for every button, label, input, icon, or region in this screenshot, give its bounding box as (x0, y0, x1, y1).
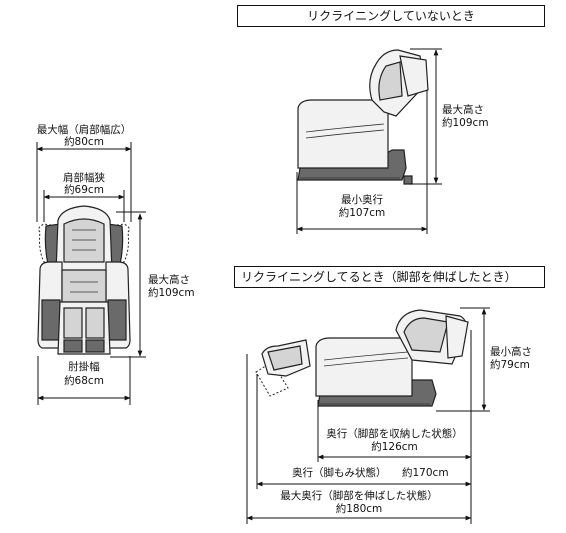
upright-min-depth-label: 最小奥行 (341, 194, 383, 206)
upright-min-depth-value: 約107cm (338, 207, 386, 219)
front-shoulder-narrow-value: 約69cm (64, 184, 104, 196)
reclined-depth-massage-label: 奥行（脚もみ状態） (292, 467, 387, 479)
caption-upright: リクライニングしていないとき (237, 5, 545, 27)
front-max-width-value: 約80cm (64, 136, 104, 148)
front-shoulder-narrow-label: 肩部幅狭 (63, 172, 105, 184)
front-armrest-width-value: 約68cm (64, 375, 104, 387)
reclined-depth-stored-label: 奥行（脚部を収納した状態） (326, 428, 463, 440)
reclined-max-depth-label: 最大奥行（脚部を伸ばした状態） (280, 490, 438, 502)
front-max-width-label: 最大幅（肩部幅広） (36, 124, 132, 136)
reclined-max-depth-value: 約180cm (335, 503, 383, 515)
upright-side-chair (297, 49, 429, 185)
reclined-side-chair (255, 309, 469, 407)
front-armrest-width-label: 肘掛幅 (68, 361, 100, 373)
reclined-depth-stored-value: 約126cm (371, 441, 418, 453)
front-max-height-label: 最大高さ (148, 274, 190, 286)
front-max-height-value: 約109cm (148, 287, 195, 299)
reclined-min-height-label: 最小高さ (490, 346, 532, 358)
upright-max-height-value: 約109cm (442, 117, 489, 129)
caption-reclined: リクライニングしてるとき（脚部を伸ばしたとき） (234, 266, 545, 288)
reclined-min-height-value: 約79cm (490, 359, 530, 371)
front-view-chair (37, 205, 131, 355)
reclined-depth-massage-value: 約170cm (402, 467, 449, 479)
upright-max-height-label: 最大高さ (442, 104, 484, 116)
